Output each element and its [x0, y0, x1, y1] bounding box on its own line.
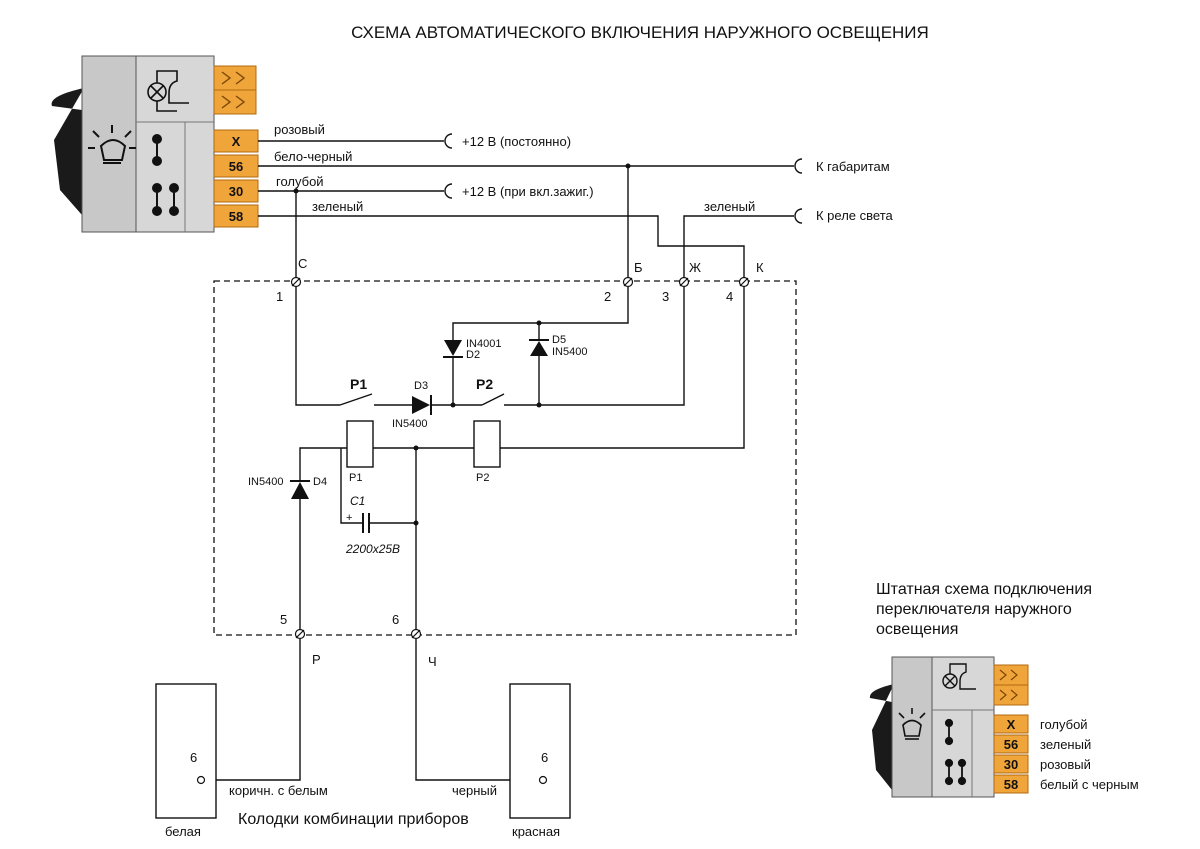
- module-circuit: [290, 287, 745, 630]
- top-pin-30: 30: [229, 184, 243, 199]
- top-wires: [258, 133, 803, 282]
- standard-caption-line-3: освещения: [876, 621, 958, 638]
- standard-contact-icon: [944, 718, 967, 786]
- standard-pin-56: 56: [1004, 737, 1018, 752]
- wire-pink-label: розовый: [274, 122, 325, 137]
- dest-relay: К реле света: [816, 208, 894, 223]
- terminal-b-letter: Б: [634, 260, 643, 275]
- terminal-k-letter: К: [756, 260, 764, 275]
- instrument-connectors: [155, 639, 571, 819]
- standard-wire-30: розовый: [1040, 757, 1091, 772]
- d4-type-label: IN5400: [248, 476, 283, 488]
- d2-type-label: IN4001: [466, 338, 501, 350]
- p1-contact-label: P1: [350, 376, 367, 392]
- wire-white-black-label: бело-черный: [274, 149, 352, 164]
- d3-type-label: IN5400: [392, 418, 427, 430]
- terminal-ch-letter: Ч: [428, 654, 437, 669]
- d2-label: D2: [466, 349, 480, 361]
- terminal-3-number: 3: [662, 289, 669, 304]
- terminal-zh-letter: Ж: [689, 260, 701, 275]
- wire-blue-label: голубой: [276, 174, 324, 189]
- standard-pin-x: X: [1007, 717, 1016, 732]
- lamp-icon: [147, 70, 189, 112]
- left-block-wire: коричн. с белым: [229, 783, 328, 798]
- standard-pin-58: 58: [1004, 777, 1018, 792]
- d3-label: D3: [414, 380, 428, 392]
- terminal-2-number: 2: [604, 289, 611, 304]
- diagram-title: СХЕМА АВТОМАТИЧЕСКОГО ВКЛЮЧЕНИЯ НАРУЖНОГ…: [351, 23, 929, 42]
- standard-rocker-key: [869, 684, 894, 790]
- c1-label: C1: [350, 494, 365, 508]
- standard-light-switch: [869, 656, 1029, 798]
- c1-value-label: 2200х25В: [345, 542, 400, 556]
- p2-coil-label: P2: [476, 472, 489, 484]
- left-block-name: белая: [165, 824, 201, 839]
- right-block-name: красная: [512, 824, 560, 839]
- d4-label: D4: [313, 476, 327, 488]
- terminal-c-letter: С: [298, 256, 307, 271]
- p1-coil-label: P1: [349, 472, 362, 484]
- left-block-pin: 6: [190, 750, 197, 765]
- module-box: [213, 280, 797, 636]
- standard-pin-boxes: [993, 714, 1029, 794]
- standard-wire-56: зеленый: [1040, 737, 1091, 752]
- terminal-4-number: 4: [726, 289, 733, 304]
- standard-pin-30: 30: [1004, 757, 1018, 772]
- instrument-blocks-caption: Колодки комбинации приборов: [238, 811, 469, 828]
- standard-headlight-icon: [898, 708, 926, 740]
- lamp-terminal-icon: [213, 65, 257, 115]
- terminal-6-number: 6: [392, 612, 399, 627]
- standard-wire-58: белый с черным: [1040, 777, 1139, 792]
- relay-wire-label: зеленый: [704, 199, 755, 214]
- standard-caption-line-2: переключателя наружного: [876, 601, 1072, 618]
- top-pin-x: X: [232, 134, 241, 149]
- p2-contact-label: P2: [476, 376, 493, 392]
- headlight-icon: [88, 125, 136, 164]
- switch-rocker-key: [51, 88, 84, 215]
- top-pin-58: 58: [229, 209, 243, 224]
- top-pin-56: 56: [229, 159, 243, 174]
- d5-label: D5: [552, 334, 566, 346]
- d5-type-label: IN5400: [552, 346, 587, 358]
- standard-lamp-terminals: [993, 664, 1029, 706]
- top-terminals: [290, 276, 750, 288]
- top-light-switch: X 56 30 58: [51, 55, 259, 233]
- right-block-wire: черный: [452, 783, 497, 798]
- standard-lamp-icon: [942, 663, 976, 690]
- contact-symbol-icon: [152, 134, 179, 216]
- terminal-1-number: 1: [276, 289, 283, 304]
- right-block-pin: 6: [541, 750, 548, 765]
- standard-caption-line-1: Штатная схема подключения: [876, 581, 1092, 598]
- c1-plus-sign: +: [346, 512, 352, 524]
- wire-green-label: зеленый: [312, 199, 363, 214]
- dest-gabarit: К габаритам: [816, 159, 890, 174]
- terminal-r-letter: Р: [312, 652, 321, 667]
- dest-plus12-ign: +12 В (при вкл.зажиг.): [462, 184, 594, 199]
- standard-wire-x: голубой: [1040, 717, 1088, 732]
- terminal-5-number: 5: [280, 612, 287, 627]
- dest-plus12-const: +12 В (постоянно): [462, 134, 571, 149]
- bottom-terminals: [294, 628, 422, 640]
